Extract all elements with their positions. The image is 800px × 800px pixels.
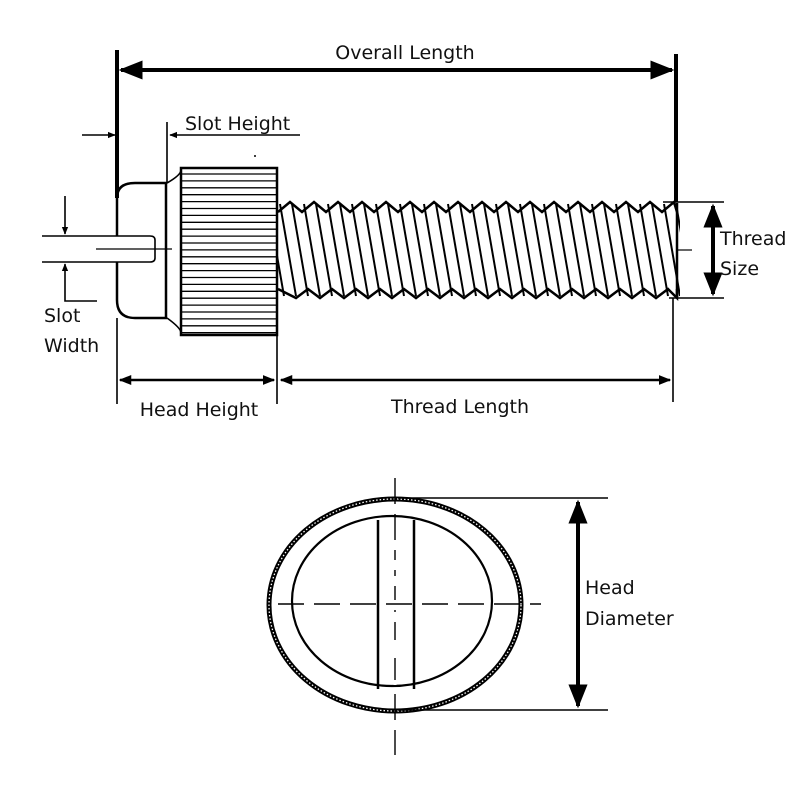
thread-helix-line: [315, 203, 333, 297]
thread-helix-line: [303, 203, 321, 297]
thread-helix-line: [579, 203, 597, 297]
thread-helix-line: [567, 203, 585, 297]
thread-helix-line: [639, 203, 657, 297]
thread-helix-line: [675, 203, 680, 233]
thread-helix-line: [459, 203, 477, 297]
thread-helix-line: [507, 203, 525, 297]
thread-helix-line: [399, 203, 417, 297]
threaded-shank: [277, 199, 692, 302]
knurled-head: [179, 166, 279, 337]
thread-helix-line: [278, 255, 285, 297]
screw-head-dome: [115, 169, 182, 334]
thread-helix-line: [543, 203, 561, 297]
head-diameter-dimension: Head Diameter: [398, 497, 674, 711]
speck: [254, 155, 256, 157]
slot-width-label-line2: Width: [44, 335, 99, 357]
thread-helix-line: [327, 203, 345, 297]
head-height-dimension: Head Height: [116, 318, 278, 421]
thread-size-label-line2: Size: [720, 258, 759, 280]
thread-helix-line: [519, 203, 537, 297]
thread-crest-top: [277, 199, 679, 214]
thread-helix-line: [591, 203, 609, 297]
thread-helix-line: [387, 203, 405, 297]
overall-length-dimension: Overall Length: [115, 42, 678, 202]
thread-helix-line: [603, 203, 621, 297]
thread-helix-line: [279, 203, 297, 297]
thread-helix-line: [651, 203, 669, 297]
head-height-label: Head Height: [140, 399, 259, 421]
side-view: Overall Length Slot Height S: [42, 42, 786, 421]
thread-helix-line: [423, 203, 441, 297]
slot-height-label: Slot Height: [185, 113, 290, 135]
head-inner-dome: [290, 514, 494, 688]
thread-helix-line: [627, 203, 645, 297]
thread-helix-line: [339, 203, 357, 297]
overall-length-label: Overall Length: [335, 42, 474, 64]
thread-helix-line: [375, 203, 393, 297]
thread-crest-bottom: [277, 287, 679, 302]
thread-helix-lines: [278, 203, 680, 297]
thread-length-dimension: Thread Length: [279, 375, 672, 418]
thread-helix-line: [495, 203, 513, 297]
thread-helix-line: [447, 203, 465, 297]
slot-height-dimension: Slot Height: [82, 113, 300, 182]
slot-width-label-line1: Slot: [44, 305, 80, 327]
thread-helix-line: [615, 203, 633, 297]
thread-helix-line: [435, 203, 453, 297]
thread-helix-line: [351, 203, 369, 297]
head-diameter-label-line2: Diameter: [585, 608, 674, 630]
thread-size-dimension: Thread Size: [663, 201, 786, 402]
end-view: Head Diameter: [266, 478, 674, 755]
thread-helix-line: [291, 203, 309, 297]
thread-length-label: Thread Length: [390, 396, 529, 418]
thread-helix-line: [471, 203, 489, 297]
thread-helix-line: [411, 203, 429, 297]
head-diameter-label-line1: Head: [585, 577, 635, 599]
slot-width-arrow-bottom: [61, 263, 97, 302]
slot-width-dimension: Slot Width: [42, 196, 172, 357]
thread-size-label-line1: Thread: [719, 228, 786, 250]
thread-helix-line: [363, 203, 381, 297]
thread-helix-line: [531, 203, 549, 297]
thread-helix-line: [555, 203, 573, 297]
knurl-lines: [182, 173, 276, 334]
thread-helix-line: [483, 203, 501, 297]
